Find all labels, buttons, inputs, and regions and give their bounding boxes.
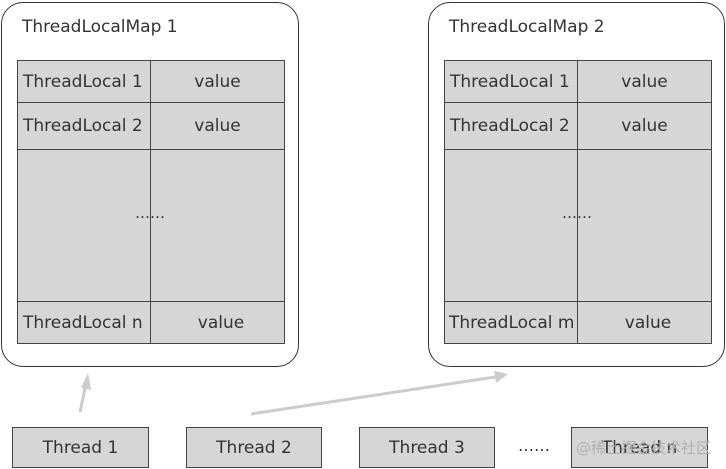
threadlocal-key-cell: ThreadLocal n — [23, 312, 143, 333]
threadlocal-value-cell: value — [194, 71, 241, 92]
watermark-text: @稀土掘金技术社区 — [576, 439, 712, 457]
ellipsis-label: …… — [562, 204, 592, 222]
column-divider — [150, 61, 151, 343]
thread-box: Thread 1 — [12, 427, 149, 468]
thread-1-to-map-1-arrow — [78, 373, 91, 413]
threadlocalmap-2-table: ThreadLocal 1 value ThreadLocal 2 value … — [444, 60, 712, 344]
threads-ellipsis: …… — [518, 436, 550, 455]
row-divider — [445, 102, 711, 103]
threadlocal-key-cell: ThreadLocal 2 — [23, 116, 143, 136]
threadlocal-value-cell: value — [194, 116, 241, 136]
row-divider — [18, 149, 284, 150]
thread-box: Thread n — [571, 427, 708, 468]
threadlocal-value-cell: value — [197, 312, 245, 333]
thread-box: Thread 3 — [359, 427, 495, 468]
threadlocal-value-cell: value — [621, 116, 668, 136]
column-divider — [577, 61, 578, 343]
threadlocalmap-2-title: ThreadLocalMap 2 — [449, 17, 605, 37]
thread-box: Thread 2 — [186, 427, 322, 468]
row-divider — [445, 301, 711, 302]
row-divider — [445, 149, 711, 150]
row-divider — [18, 301, 284, 302]
thread-2-to-map-2-arrow — [250, 371, 508, 416]
threadlocal-key-cell: ThreadLocal 1 — [23, 71, 143, 92]
ellipsis-label: …… — [135, 204, 165, 222]
threadlocal-key-cell: ThreadLocal m — [449, 312, 575, 333]
row-divider — [18, 102, 284, 103]
threadlocal-key-cell: ThreadLocal 2 — [450, 116, 570, 136]
threadlocal-key-cell: ThreadLocal 1 — [450, 71, 570, 92]
threadlocal-value-cell: value — [624, 312, 672, 333]
threadlocalmap-1-table: ThreadLocal 1 value ThreadLocal 2 value … — [17, 60, 285, 344]
threadlocalmap-1-title: ThreadLocalMap 1 — [22, 17, 178, 37]
threadlocal-value-cell: value — [621, 71, 668, 92]
